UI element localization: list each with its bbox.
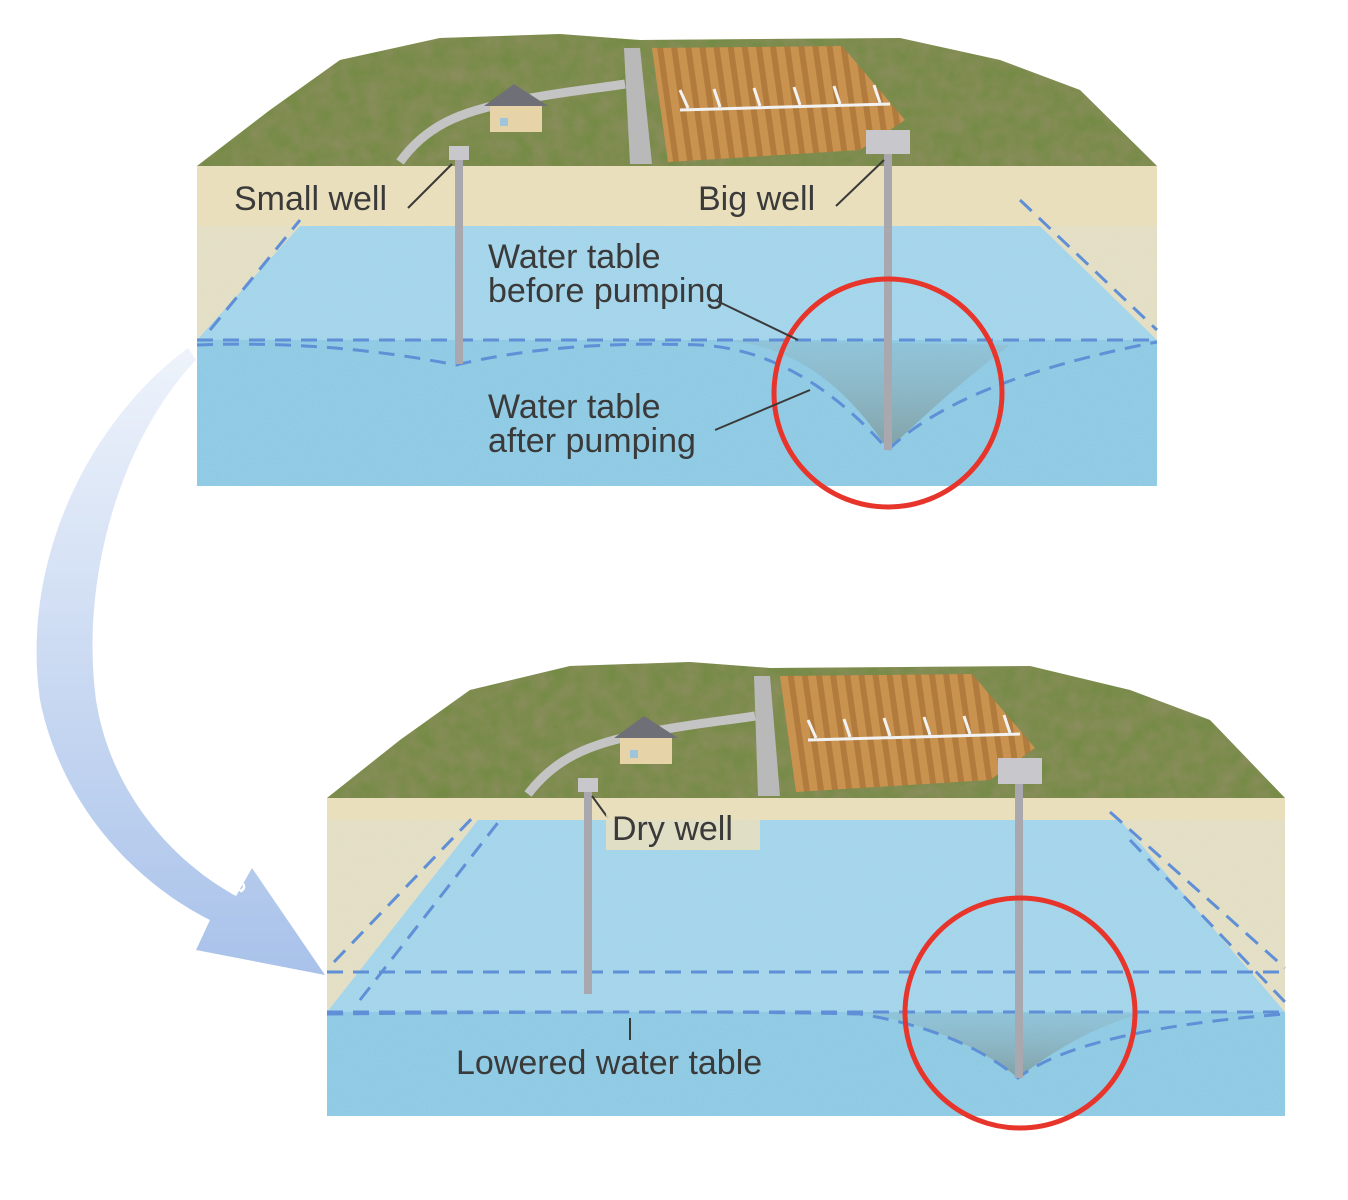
top-sprinkler-icon [678,84,891,112]
dry-well-label: Dry well [612,810,733,848]
time-arrow-shape [36,348,325,975]
big-well-label: Big well [698,180,815,218]
water-table-after-label-1: Water table [488,388,661,426]
lowered-water-table-label: Lowered water table [456,1044,762,1082]
top-small-well-pipe [455,152,463,364]
water-table-before-label-1: Water table [488,238,661,276]
top-house-icon [484,84,548,132]
bottom-cone-of-depression [860,1012,1140,1078]
small-well-label: Small well [234,180,387,218]
top-block: Small well Big well Water table before p… [196,34,1159,510]
bottom-sprinkler-icon [806,714,1021,742]
dry-well-pipe [584,786,592,994]
top-big-well-pipe [884,150,892,450]
bottom-big-well-pipe [1015,780,1023,1078]
bottom-road [754,676,780,796]
top-water-table-lines [196,198,1159,453]
top-cone-of-depression [720,340,1010,450]
top-road [624,48,652,164]
bottom-highlight-circle [902,895,1138,1131]
top-field [652,46,905,162]
water-table-before-label-2: before pumping [488,272,724,310]
bottom-block: Dry well Lowered water table [326,662,1287,1131]
water-table-after-label-2: after pumping [488,422,696,460]
bottom-house-icon [614,716,678,764]
top-highlight-circle [771,276,1005,510]
bottom-field [780,674,1035,792]
